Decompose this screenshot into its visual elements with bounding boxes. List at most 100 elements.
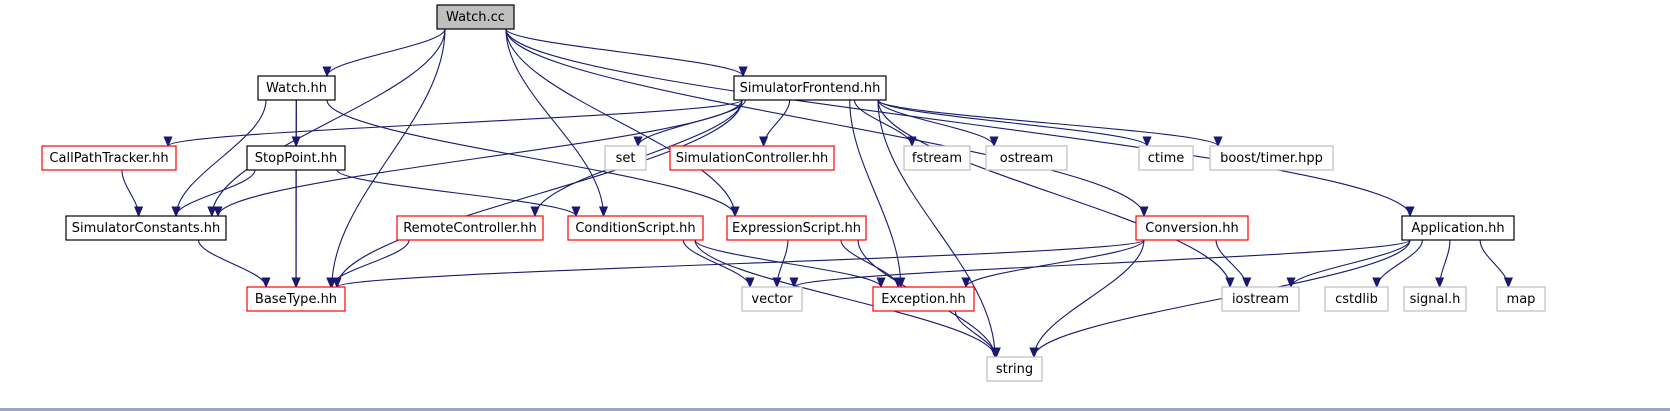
arrowhead-simfront-to-simconst <box>213 206 223 218</box>
node-exception[interactable]: Exception.hh <box>872 286 975 312</box>
node-box <box>1324 286 1389 312</box>
edge-watch_hh-to-simconst <box>175 99 267 217</box>
node-exprscript[interactable]: ExpressionScript.hh <box>726 215 867 241</box>
node-label: BaseType.hh <box>255 292 337 307</box>
edge-watch_cc-to-simconst <box>211 28 446 217</box>
node-signal: signal.h <box>1403 286 1467 312</box>
edge-condscript-to-string <box>694 239 996 358</box>
arrowhead-conversion-to-basetype <box>332 277 342 289</box>
edge-simfront-to-callpath <box>167 99 743 147</box>
node-map: map <box>1496 286 1546 312</box>
edge-simfront-to-basetype <box>336 99 743 288</box>
node-box <box>246 286 346 312</box>
node-ostream: ostream <box>985 145 1068 171</box>
node-label: iostream <box>1232 292 1289 307</box>
node-box <box>65 215 227 241</box>
node-box <box>903 145 971 171</box>
arrowhead-watch_hh-to-exprscript <box>730 206 740 218</box>
node-box <box>246 145 346 171</box>
edge-simfront-to-iostream <box>877 99 1231 288</box>
node-label: ConditionScript.hh <box>575 221 695 236</box>
node-application[interactable]: Application.hh <box>1401 215 1515 241</box>
arrowhead-watch_cc-to-watch_hh <box>322 66 332 78</box>
arrowhead-watch_cc-to-application <box>1405 206 1415 218</box>
node-label: map <box>1507 292 1536 307</box>
edge-watch_cc-to-basetype <box>331 28 446 288</box>
node-label: StopPoint.hh <box>255 151 337 166</box>
node-conversion[interactable]: Conversion.hh <box>1135 215 1249 241</box>
arrowhead-simfront-to-callpath <box>163 136 173 148</box>
arrowhead-simfront-to-ostream <box>989 136 999 148</box>
node-simctrl[interactable]: SimulationController.hh <box>669 145 835 171</box>
node-fstream: fstream <box>903 145 971 171</box>
edge-stoppoint-to-condscript <box>336 169 577 217</box>
node-label: SimulationController.hh <box>676 151 829 166</box>
edge-watch_cc-to-watch_hh <box>326 28 446 77</box>
node-remotectrl[interactable]: RemoteController.hh <box>396 215 544 241</box>
edge-application-to-vector <box>793 239 1411 288</box>
edge-simconst-to-basetype <box>197 239 267 288</box>
node-callpath[interactable]: CallPathTracker.hh <box>41 145 177 171</box>
node-label: string <box>996 362 1033 377</box>
arrowhead-callpath-to-simconst <box>134 206 144 218</box>
node-watch-hh[interactable]: Watch.hh <box>257 75 336 101</box>
node-box <box>1403 286 1467 312</box>
node-boosttimer: boost/timer.hpp <box>1209 145 1334 171</box>
node-cstdlib: cstdlib <box>1324 286 1389 312</box>
arrowhead-conversion-to-iostream <box>1242 277 1252 289</box>
edge-conversion-to-string <box>1033 239 1145 358</box>
arrowhead-application-to-cstdlib <box>1372 277 1382 289</box>
edge-condscript-to-exception <box>694 239 882 288</box>
node-box <box>985 145 1068 171</box>
node-box <box>567 215 704 241</box>
edge-watch_cc-to-conversion <box>505 28 1145 217</box>
node-iostream: iostream <box>1221 286 1300 312</box>
node-label: Exception.hh <box>881 292 966 307</box>
node-label: SimulatorFrontend.hh <box>740 81 881 96</box>
arrowhead-simconst-to-basetype <box>261 277 271 289</box>
edge-watch_cc-to-exprscript <box>505 28 736 217</box>
edge-application-to-map <box>1479 239 1509 288</box>
arrowhead-condscript-to-vector <box>745 277 755 289</box>
node-box <box>733 75 887 101</box>
node-label: signal.h <box>1410 292 1461 307</box>
arrowhead-exprscript-to-vector <box>772 277 782 289</box>
edge-remotectrl-to-basetype <box>330 239 410 288</box>
arrowhead-remotectrl-to-basetype <box>326 277 336 289</box>
node-box <box>1135 215 1249 241</box>
edge-watch_cc-to-condscript <box>505 28 605 217</box>
edge-exception-to-string <box>954 310 997 358</box>
node-stoppoint[interactable]: StopPoint.hh <box>246 145 346 171</box>
node-simconst[interactable]: SimulatorConstants.hh <box>65 215 227 241</box>
arrowhead-simfront-to-set <box>633 136 643 148</box>
edge-application-to-iostream <box>1290 239 1411 288</box>
edge-stoppoint-to-simconst <box>175 169 256 217</box>
node-box <box>1221 286 1300 312</box>
node-label: Conversion.hh <box>1145 221 1239 236</box>
edge-conversion-to-basetype <box>336 239 1145 288</box>
node-label: ExpressionScript.hh <box>732 221 861 236</box>
node-label: ostream <box>1000 151 1054 166</box>
node-basetype[interactable]: BaseType.hh <box>246 286 346 312</box>
node-box <box>604 145 647 171</box>
node-box <box>741 286 803 312</box>
node-watch-cc[interactable]: Watch.cc <box>436 4 515 30</box>
node-box <box>986 356 1043 382</box>
node-simfront[interactable]: SimulatorFrontend.hh <box>733 75 887 101</box>
edge-simfront-to-ctime <box>877 99 1148 147</box>
arrowhead-stoppoint-to-simconst <box>171 206 181 218</box>
node-condscript[interactable]: ConditionScript.hh <box>567 215 704 241</box>
arrowhead-simfront-to-simctrl <box>759 136 769 148</box>
arrowhead-conversion-to-exception <box>961 277 971 289</box>
edge-simfront-to-boosttimer <box>877 99 1219 147</box>
node-string: string <box>986 356 1043 382</box>
edge-simfront-to-ostream <box>877 99 995 147</box>
node-box <box>669 145 835 171</box>
arrowhead-application-to-map <box>1503 277 1513 289</box>
node-box <box>1496 286 1546 312</box>
arrowhead-simfront-to-remotectrl <box>530 206 540 218</box>
edge-watch_hh-to-exprscript <box>326 99 736 217</box>
node-label: cstdlib <box>1335 292 1378 307</box>
